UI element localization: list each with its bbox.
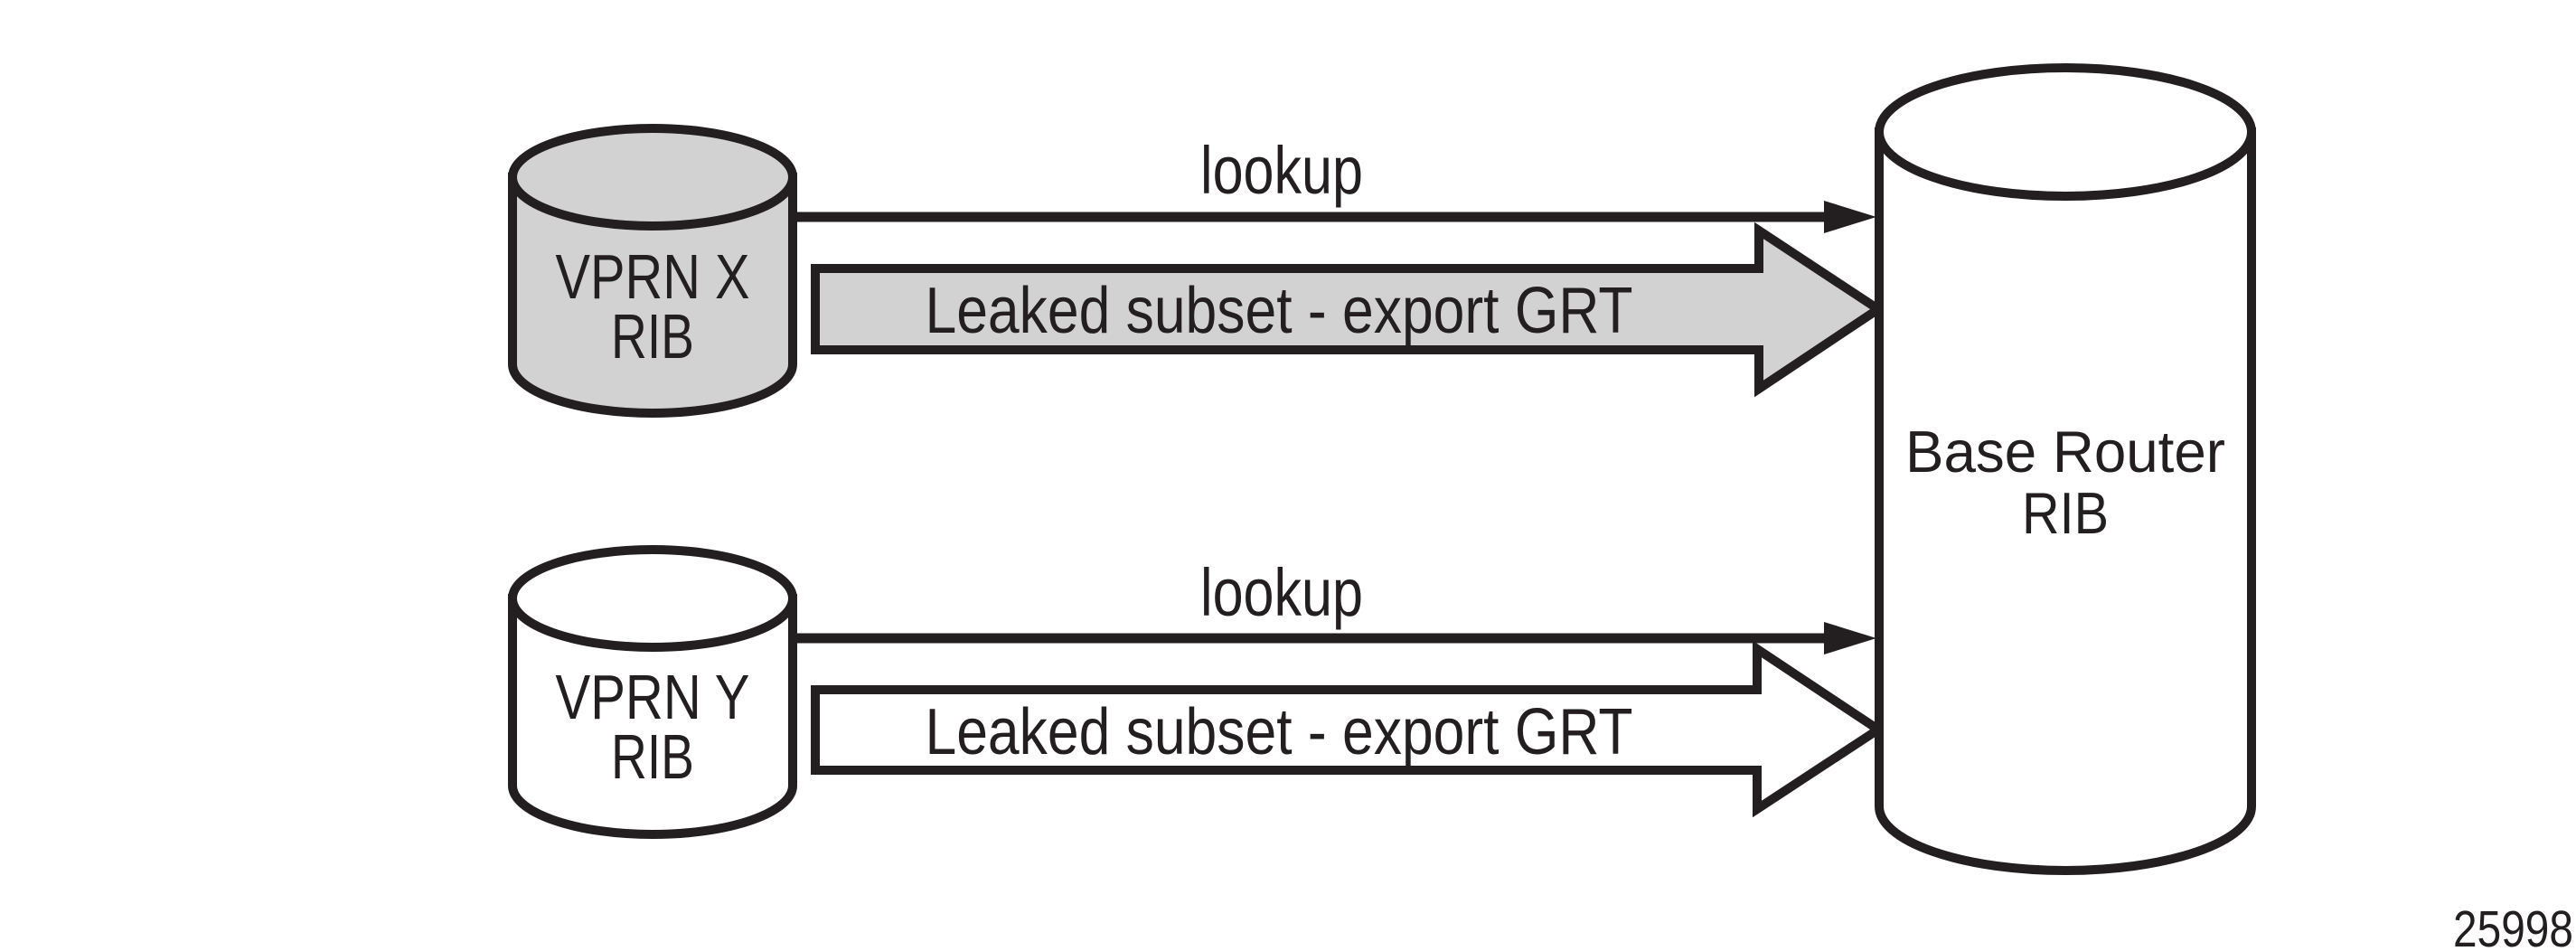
lookup-arrow-top-head-icon	[1824, 201, 1876, 233]
lookup-label-top: lookup	[1200, 133, 1363, 208]
vprn-y-label-line1: VPRN Y	[556, 662, 750, 732]
vprn-x-cylinder-top	[508, 124, 797, 231]
vprn-x-cylinder-body	[508, 173, 797, 418]
leak-label-top: Leaked subset - export GRT	[926, 275, 1633, 347]
vprn-x-label-line1: VPRN X	[556, 241, 750, 312]
figure-number: 25998	[2453, 900, 2573, 951]
leak-arrow-top	[811, 221, 1887, 398]
vprn-x-label-line2: RIB	[611, 301, 694, 372]
leak-label-bottom: Leaked subset - export GRT	[926, 696, 1633, 768]
lookup-arrow-bottom	[788, 622, 1876, 654]
base-router-cylinder-top	[1875, 63, 2256, 201]
lookup-arrow-bottom-head-icon	[1824, 622, 1876, 654]
vprn-y-cylinder-body	[508, 594, 797, 839]
vprn-y-label-line2: RIB	[611, 721, 694, 792]
base-router-cylinder: Base Router RIB	[1875, 63, 2256, 875]
lookup-label-bottom: lookup	[1200, 555, 1363, 630]
vprn-x-cylinder: VPRN X RIB	[508, 124, 797, 418]
base-router-label-line2: RIB	[2022, 480, 2109, 546]
base-router-label-line1: Base Router	[1905, 419, 2225, 485]
leak-arrow-bottom	[811, 640, 1887, 818]
base-router-cylinder-body	[1875, 127, 2256, 875]
vprn-y-cylinder-top	[508, 545, 797, 652]
lookup-arrow-top	[788, 201, 1876, 233]
vprn-y-cylinder: VPRN Y RIB	[508, 545, 797, 839]
